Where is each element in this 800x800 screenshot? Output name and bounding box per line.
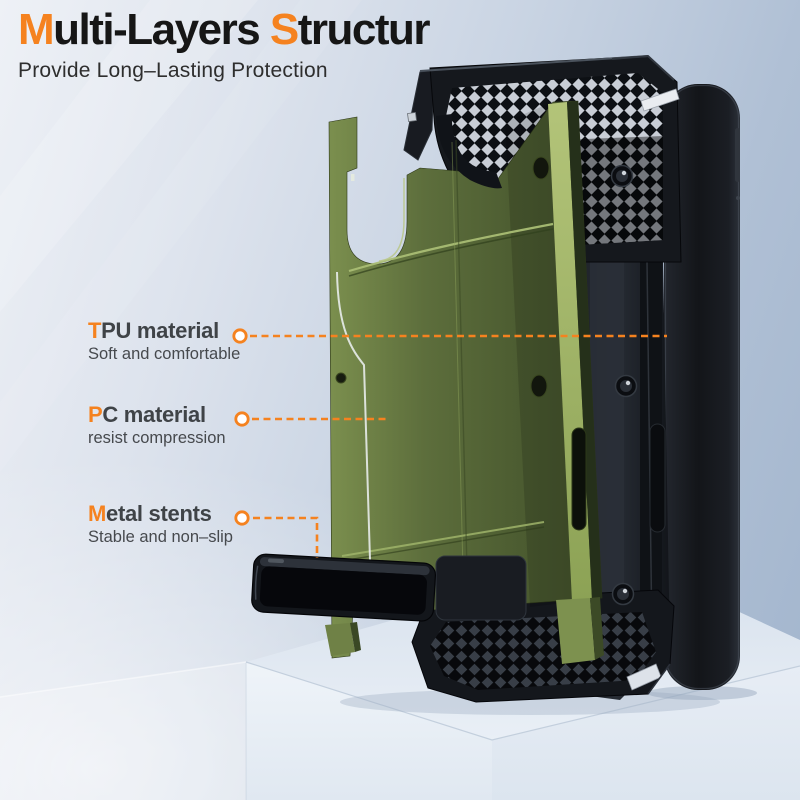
case-hole (530, 374, 548, 398)
phone-mic-hole (736, 196, 740, 200)
callout-description: Soft and comfortable (88, 345, 241, 364)
tpu-callout-dot-icon (232, 328, 248, 344)
metal-callout-dot-icon (234, 510, 250, 526)
callout-tpu-material: TPU material Soft and comfortable (88, 318, 240, 364)
armor-top-section (403, 54, 682, 263)
leader-lines (232, 328, 667, 558)
camera-cutout-edge (378, 178, 405, 262)
case-hole (532, 156, 550, 180)
metal-leader-line (253, 516, 319, 558)
page-subtitle: Provide Long–Lasting Protection (18, 59, 328, 83)
screw (614, 374, 638, 398)
callout-description: resist compression (88, 429, 226, 448)
mesh-bottom (430, 612, 656, 690)
page-title: Multi-Layers Structur (18, 5, 431, 54)
phone (664, 84, 740, 690)
kickstand (251, 553, 437, 622)
floor-highlight (0, 662, 246, 800)
port-slot (571, 427, 587, 531)
rim-hole (335, 372, 347, 384)
headline: Multi-Layers Structur Provide Long–Lasti… (18, 5, 431, 83)
callout-title: Metal stents (88, 501, 212, 526)
callout-title: PC material (88, 402, 206, 427)
screw (610, 164, 634, 188)
pc-callout-dot-icon (234, 411, 250, 427)
title-accent-letter: S (269, 5, 299, 54)
inner-tpu-case (325, 100, 604, 664)
callout-title: TPU material (88, 318, 219, 343)
screw (611, 582, 635, 606)
callout-pc-material: PC material resist compression (88, 402, 226, 448)
latch-detail (407, 112, 417, 122)
armor-camera-lip (436, 114, 502, 189)
phone-side-button (735, 128, 740, 182)
callout-metal-stents: Metal stents Stable and non–slip (88, 501, 233, 547)
tpu-bottom-tab (325, 623, 355, 656)
background-beams (0, 0, 362, 472)
side-rail-slot (649, 423, 666, 533)
phone-shadow (647, 686, 757, 700)
rim-highlight (336, 271, 371, 561)
title-accent-letter: M (18, 5, 55, 54)
callout-description: Stable and non–slip (88, 528, 233, 547)
tpu-bottom-strip (556, 598, 595, 664)
kickstand-hinge-plate (435, 555, 527, 621)
silver-band-top (640, 88, 680, 112)
